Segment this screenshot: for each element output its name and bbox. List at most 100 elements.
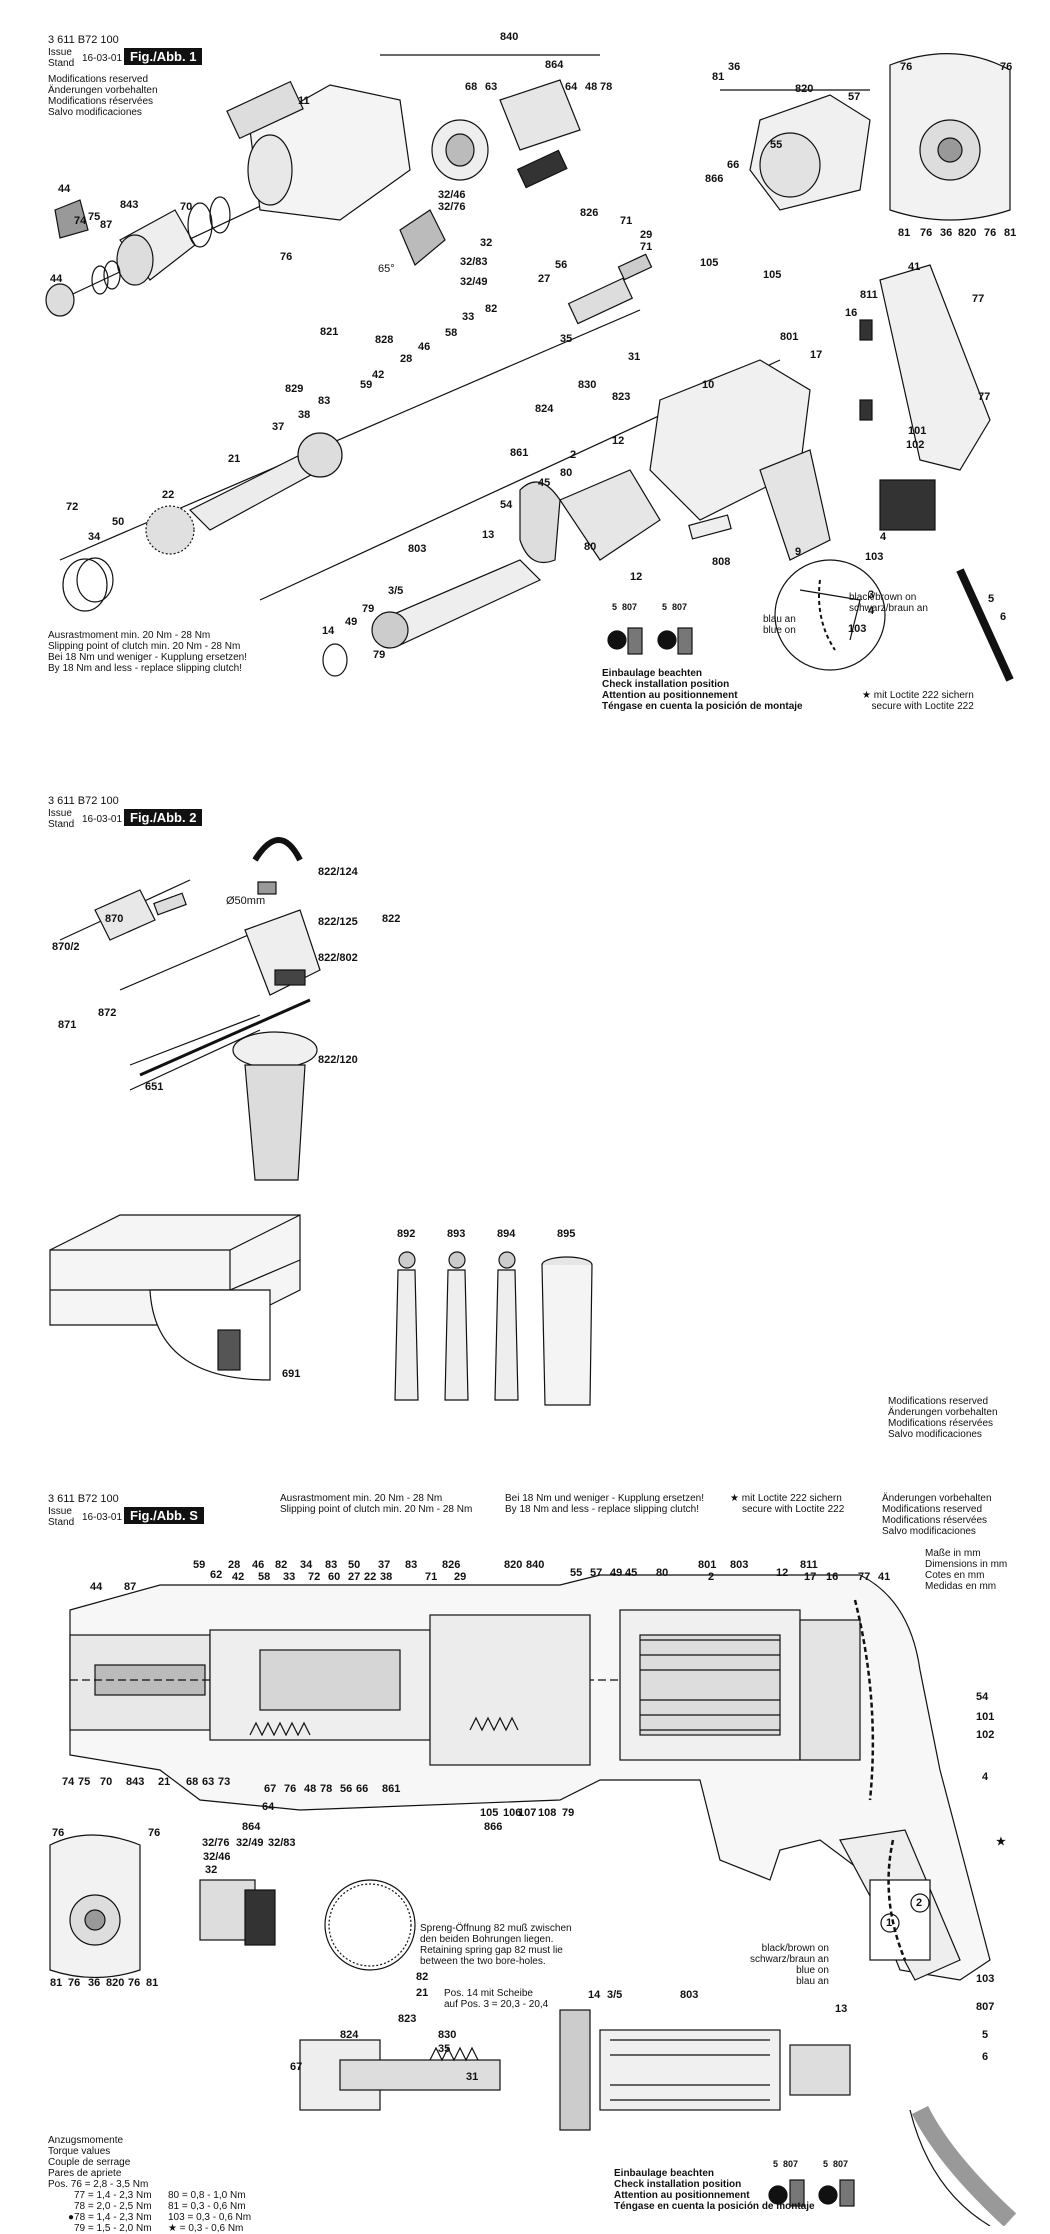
svg-text:55: 55 [770, 139, 782, 151]
svg-text:102: 102 [906, 439, 924, 451]
svg-text:74: 74 [62, 1776, 75, 1788]
svg-text:11: 11 [298, 95, 310, 107]
svg-text:105: 105 [763, 269, 781, 281]
svg-text:13: 13 [835, 2003, 847, 2015]
svg-text:41: 41 [878, 1571, 890, 1583]
svg-text:66: 66 [356, 1783, 368, 1795]
svg-text:71: 71 [640, 241, 652, 253]
svg-text:13: 13 [482, 529, 494, 541]
svg-text:4: 4 [868, 605, 875, 617]
svg-text:103: 103 [865, 551, 883, 563]
svg-text:76: 76 [900, 61, 912, 73]
svg-text:64: 64 [565, 81, 578, 93]
svg-text:71: 71 [620, 215, 632, 227]
svg-text:2: 2 [916, 1897, 922, 1909]
svg-text:21: 21 [158, 1776, 170, 1788]
svg-text:108: 108 [538, 1807, 556, 1819]
fig2-part-number: 3 611 B72 100 [48, 795, 119, 807]
svg-text:76: 76 [128, 1977, 140, 1989]
svg-text:75: 75 [78, 1776, 90, 1788]
figS-tag: Fig./Abb. S [124, 1507, 204, 1524]
svg-text:12: 12 [776, 1567, 788, 1579]
svg-text:32/83: 32/83 [460, 256, 488, 268]
svg-text:822/120: 822/120 [318, 1054, 358, 1066]
svg-text:38: 38 [380, 1571, 392, 1583]
svg-text:56: 56 [340, 1783, 352, 1795]
fig1-part-number: 3 611 B72 100 [48, 34, 119, 46]
svg-text:27: 27 [348, 1571, 360, 1583]
svg-text:105: 105 [700, 257, 718, 269]
svg-text:103: 103 [976, 1973, 994, 1985]
svg-text:822/125: 822/125 [318, 916, 358, 928]
svg-text:76: 76 [280, 251, 292, 263]
svg-text:861: 861 [382, 1783, 400, 1795]
svg-text:50: 50 [112, 516, 124, 528]
svg-text:67: 67 [290, 2061, 302, 2073]
fig1-date: 16-03-01 [82, 53, 123, 64]
svg-text:81: 81 [1004, 227, 1016, 239]
svg-text:81: 81 [898, 227, 910, 239]
svg-text:70: 70 [180, 201, 192, 213]
svg-text:37: 37 [272, 421, 284, 433]
svg-text:82: 82 [416, 1971, 428, 1983]
svg-text:5: 5 [982, 2029, 988, 2041]
svg-text:67: 67 [264, 1783, 276, 1795]
svg-text:2: 2 [570, 449, 576, 461]
figS-replace-note: Bei 18 Nm und weniger - Kupplung ersetze… [505, 1493, 705, 1515]
svg-text:5: 5 [612, 602, 617, 612]
svg-text:32: 32 [205, 1864, 217, 1876]
svg-text:80: 80 [656, 1567, 668, 1579]
svg-text:83: 83 [318, 395, 330, 407]
svg-text:29: 29 [454, 1571, 466, 1583]
svg-text:77: 77 [972, 293, 984, 305]
svg-text:830: 830 [578, 379, 596, 391]
svg-text:21: 21 [416, 1987, 428, 1999]
svg-text:46: 46 [252, 1559, 264, 1571]
svg-text:64: 64 [262, 1801, 275, 1813]
svg-text:57: 57 [848, 91, 860, 103]
svg-text:72: 72 [308, 1571, 320, 1583]
svg-text:42: 42 [232, 1571, 244, 1583]
svg-text:66: 66 [727, 159, 739, 171]
svg-text:45: 45 [538, 477, 550, 489]
svg-text:32/46: 32/46 [203, 1851, 231, 1863]
svg-text:12: 12 [612, 435, 624, 447]
svg-text:17: 17 [804, 1571, 816, 1583]
svg-text:57: 57 [590, 1567, 602, 1579]
svg-text:103: 103 [848, 623, 866, 635]
svg-text:10: 10 [702, 379, 714, 391]
svg-text:80: 80 [560, 467, 572, 479]
svg-text:820: 820 [106, 1977, 124, 1989]
svg-text:829: 829 [285, 383, 303, 395]
svg-text:101: 101 [908, 425, 926, 437]
svg-text:811: 811 [860, 289, 878, 301]
svg-text:68: 68 [465, 81, 477, 93]
svg-text:807: 807 [833, 2159, 848, 2169]
svg-text:74: 74 [74, 215, 87, 227]
svg-text:3: 3 [868, 589, 874, 601]
svg-text:843: 843 [126, 1776, 144, 1788]
svg-text:822/124: 822/124 [318, 866, 359, 878]
svg-text:651: 651 [145, 1081, 163, 1093]
svg-text:824: 824 [340, 2029, 359, 2041]
svg-text:801: 801 [698, 1559, 716, 1571]
svg-text:48: 48 [585, 81, 597, 93]
svg-text:820: 820 [958, 227, 976, 239]
svg-text:4: 4 [880, 531, 887, 543]
svg-text:32/76: 32/76 [438, 201, 466, 213]
svg-text:5: 5 [988, 593, 994, 605]
svg-text:828: 828 [375, 334, 393, 346]
svg-text:843: 843 [120, 199, 138, 211]
svg-text:59: 59 [360, 379, 372, 391]
svg-text:807: 807 [622, 602, 637, 612]
svg-text:60: 60 [328, 1571, 340, 1583]
